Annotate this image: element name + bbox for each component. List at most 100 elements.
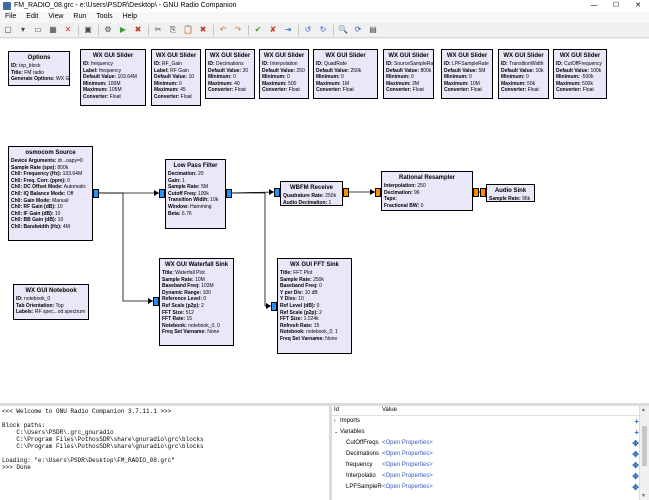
variable-row[interactable]: Decimations<Open Properties>✥ — [332, 449, 649, 460]
move-variable-icon[interactable]: ✥ — [632, 472, 639, 481]
menu-help[interactable]: Help — [122, 13, 137, 20]
cut-icon[interactable]: ✂ — [154, 25, 162, 34]
close-icon[interactable]: ✕ — [64, 25, 72, 34]
input-port[interactable] — [274, 188, 280, 197]
menu-tools[interactable]: Tools — [96, 13, 113, 20]
copy-icon[interactable]: ⎘ — [169, 25, 177, 34]
variables-row[interactable]: ⌄ Variables + — [334, 428, 639, 437]
wire-lpf-to-fftsink[interactable] — [232, 192, 271, 307]
menu-edit[interactable]: Edit — [26, 13, 39, 20]
input-port[interactable] — [159, 189, 165, 198]
rotate-cw-icon[interactable]: ↻ — [319, 25, 327, 34]
collapse-arrow-icon[interactable]: ⌄ — [334, 429, 339, 435]
save-icon[interactable]: ▦ — [49, 25, 57, 34]
input-port[interactable] — [480, 188, 486, 197]
delete-icon[interactable]: ✖ — [199, 25, 207, 34]
input-port[interactable] — [375, 188, 381, 197]
column-value-header[interactable]: Value — [382, 407, 397, 413]
redo-icon[interactable]: ↷ — [234, 25, 242, 34]
open-properties-link[interactable]: <Open Properties> — [382, 473, 433, 479]
maximize-button[interactable]: ☐ — [612, 2, 620, 9]
disable-icon[interactable]: ✘ — [269, 25, 277, 34]
variable-row[interactable]: Interpolatio<Open Properties>✥ — [332, 471, 649, 482]
expand-arrow-icon[interactable]: › — [334, 418, 336, 424]
kill-icon[interactable]: ✖ — [134, 25, 142, 34]
block-title: Audio Sink — [494, 188, 527, 194]
move-variable-icon[interactable]: ✥ — [632, 483, 639, 492]
menu-view[interactable]: View — [48, 13, 64, 20]
reload-icon[interactable]: ⟳ — [354, 25, 362, 34]
output-port[interactable] — [226, 189, 232, 198]
new-icon[interactable]: ▢ — [4, 25, 12, 34]
scroll-up-icon[interactable]: ▲ — [641, 407, 646, 413]
close-button[interactable]: ✕ — [635, 2, 641, 9]
input-port[interactable] — [153, 297, 159, 306]
console-line: <<< Welcome to GNU Radio Companion 3.7.1… — [2, 408, 172, 415]
scrollbar-thumb[interactable] — [642, 426, 647, 466]
menu-file[interactable]: File — [5, 13, 17, 20]
horizontal-pane-divider[interactable] — [0, 403, 649, 406]
output-port[interactable] — [343, 188, 349, 197]
open-properties-link[interactable]: <Open Properties> — [382, 440, 433, 446]
open-properties-link[interactable]: <Open Properties> — [382, 451, 433, 457]
output-port[interactable] — [473, 188, 479, 197]
find-icon[interactable]: 🔍 — [338, 25, 348, 34]
execute-icon[interactable]: ▶ — [119, 25, 127, 34]
properties-icon[interactable]: ▤ — [369, 25, 377, 34]
variables-scrollbar[interactable]: ▲ ▼ — [639, 406, 649, 500]
add-import-icon[interactable]: + — [634, 417, 639, 426]
block-param: ID: TransitionWidth — [501, 61, 544, 67]
generate-icon[interactable]: ⚙ — [104, 25, 112, 34]
undo-icon[interactable]: ↶ — [219, 25, 227, 34]
move-variable-icon[interactable]: ✥ — [632, 461, 639, 470]
input-port[interactable] — [271, 302, 277, 311]
wire-osmocom-to-waterfall[interactable] — [99, 192, 153, 302]
imports-row[interactable]: › Imports + — [334, 417, 639, 426]
screenshot-icon[interactable]: ▣ — [84, 25, 92, 34]
minimize-button[interactable]: — — [590, 2, 598, 9]
new-dropdown-icon[interactable]: ▾ — [20, 25, 25, 34]
variable-row[interactable]: LPFSampleR<Open Properties>✥ — [332, 482, 649, 493]
paste-icon[interactable]: 📋 — [183, 25, 193, 34]
bypass-icon[interactable]: ⇥ — [284, 25, 292, 34]
move-variable-icon[interactable]: ✥ — [632, 439, 639, 448]
move-variable-icon[interactable]: ✥ — [632, 450, 639, 459]
block-param: ID: frequency — [83, 61, 114, 67]
vertical-pane-divider[interactable] — [329, 406, 332, 500]
wire-arrowhead — [154, 190, 159, 196]
block-title: WX GUI Notebook — [25, 288, 77, 294]
output-port[interactable] — [93, 189, 99, 198]
block-param: Converter: Float — [262, 87, 300, 94]
variable-row[interactable]: CutOffFreqs<Open Properties>✥ — [332, 438, 649, 449]
add-variable-icon[interactable]: + — [634, 428, 639, 437]
rotate-ccw-icon[interactable]: ↺ — [304, 25, 312, 34]
enable-icon[interactable]: ✔ — [254, 25, 262, 34]
open-icon[interactable]: ▭ — [34, 25, 42, 34]
variable-row[interactable]: frequency<Open Properties>✥ — [332, 460, 649, 471]
open-properties-link[interactable]: <Open Properties> — [382, 484, 433, 490]
open-properties-link[interactable]: <Open Properties> — [382, 462, 433, 468]
scroll-down-icon[interactable]: ▼ — [641, 493, 646, 499]
menu-run[interactable]: Run — [73, 13, 87, 20]
column-id-header[interactable]: Id — [334, 407, 340, 413]
block-title: WX GUI Slider — [559, 53, 601, 59]
